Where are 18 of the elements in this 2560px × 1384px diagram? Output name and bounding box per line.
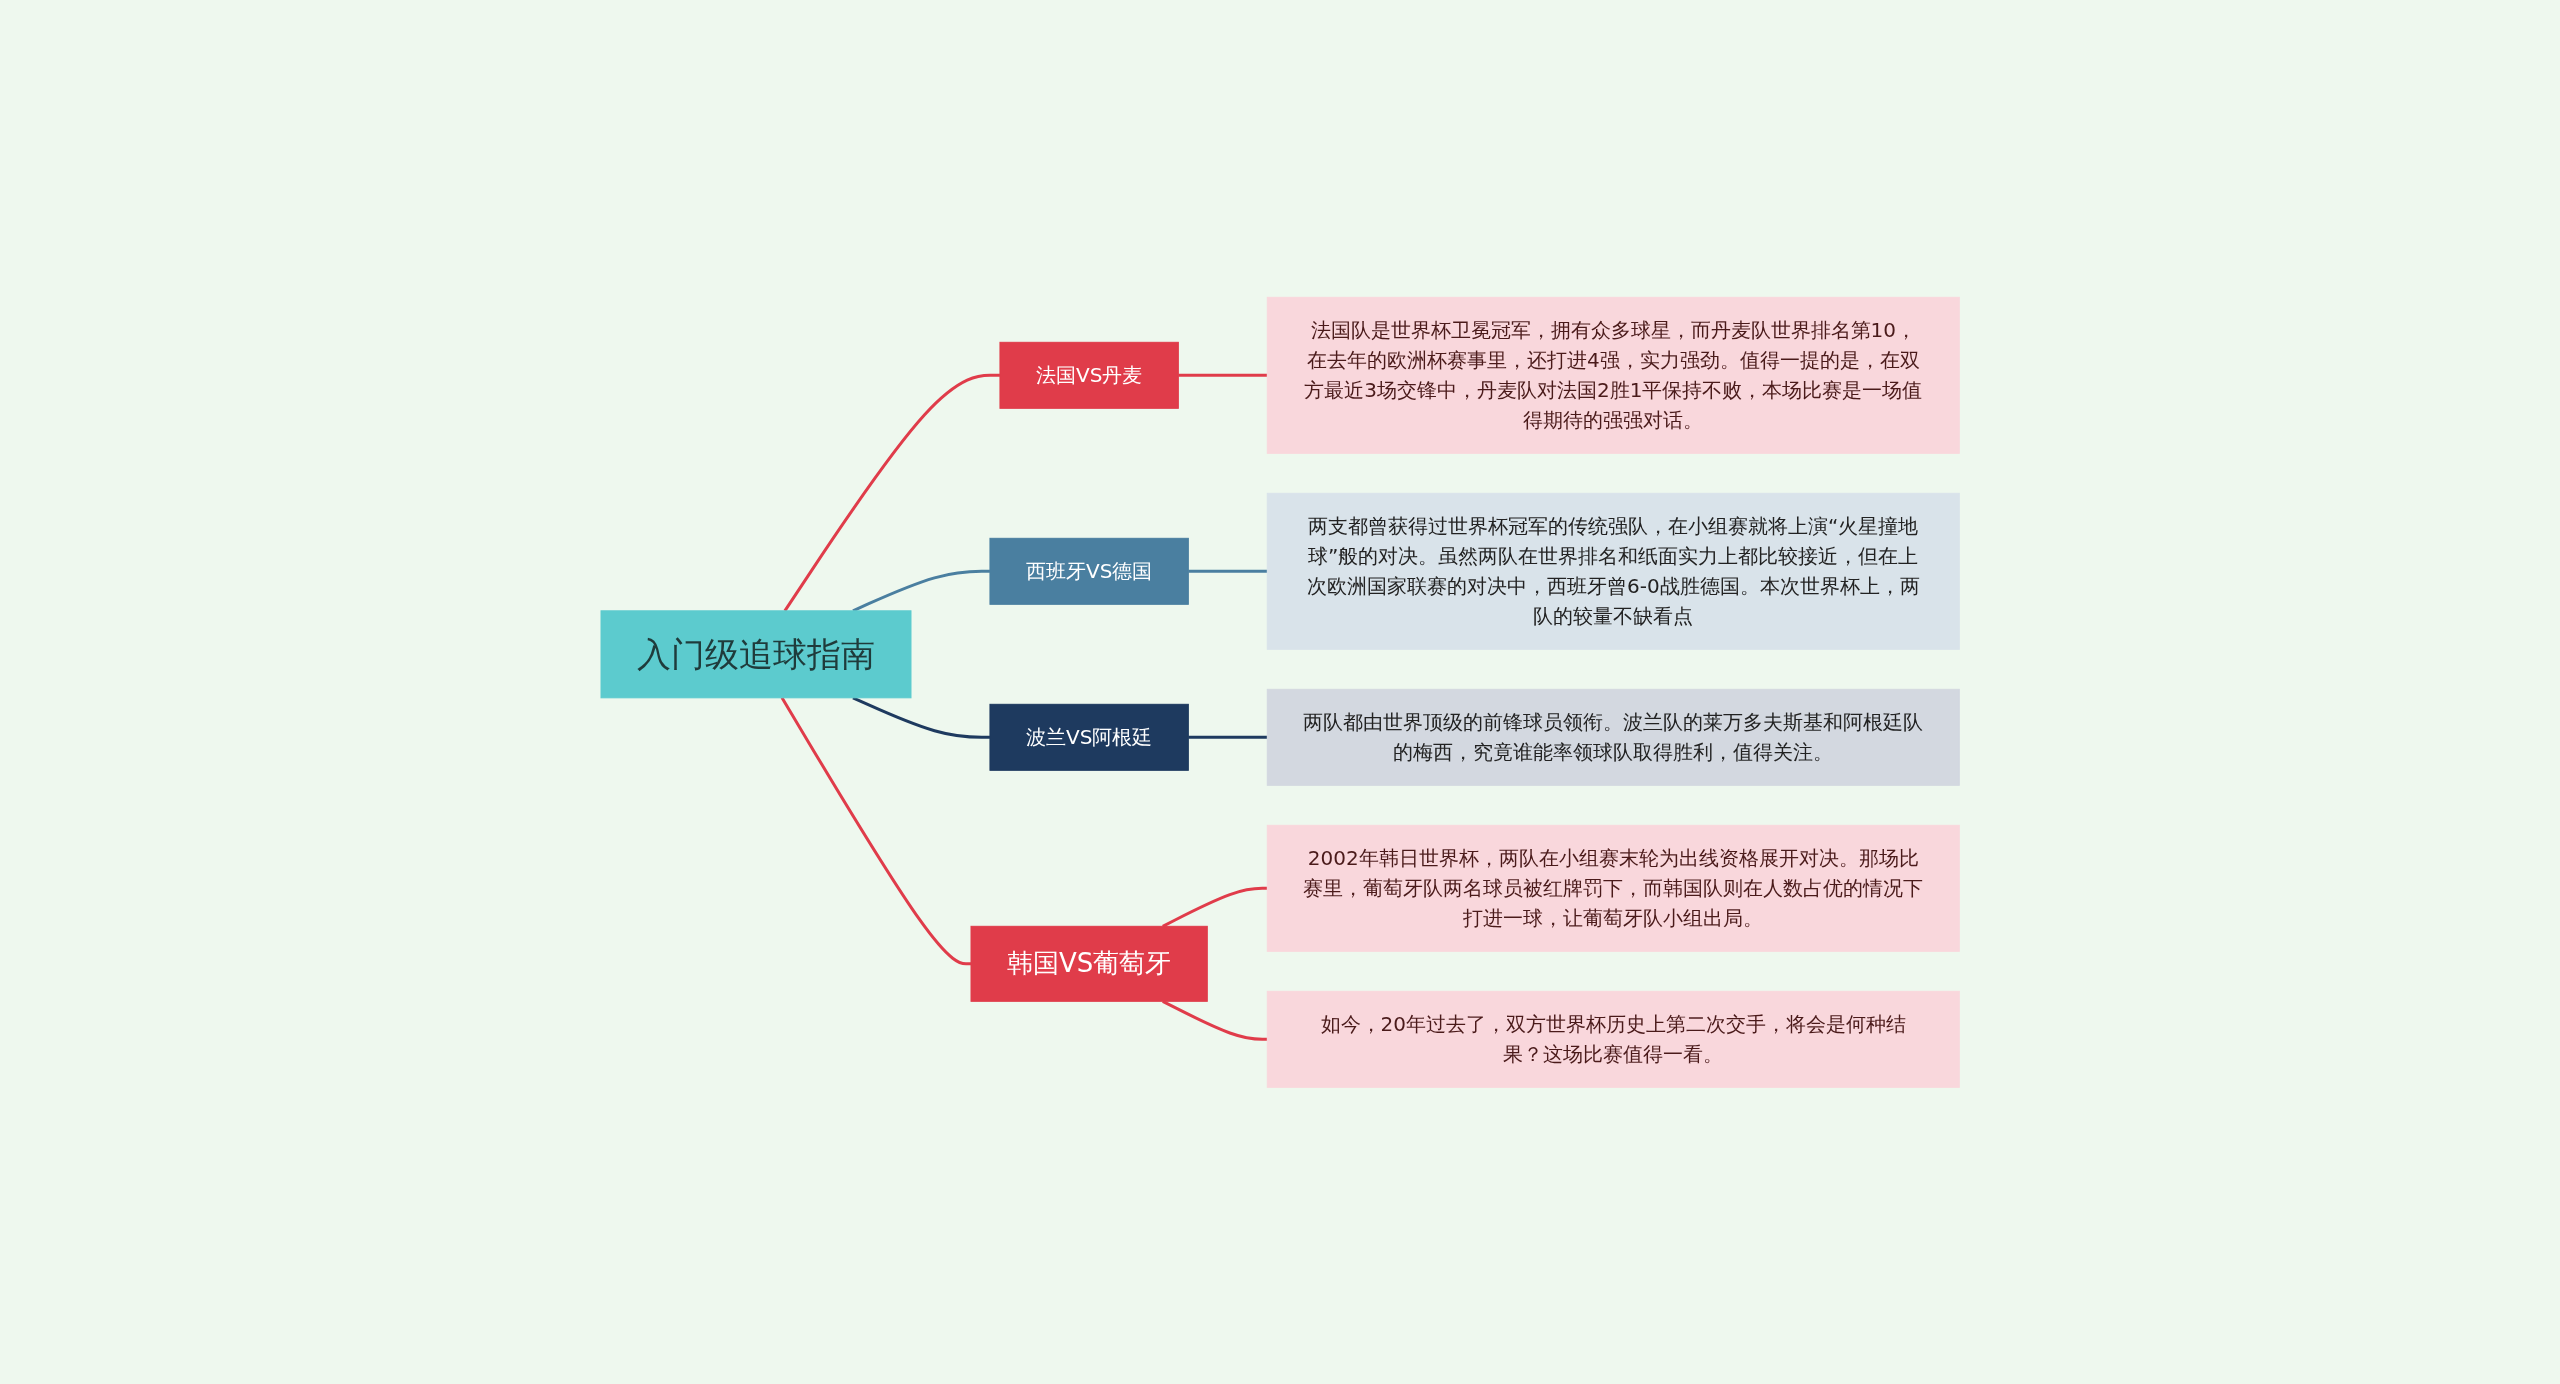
connector <box>852 696 990 739</box>
node-box: 两队都由世界顶级的前锋球员领衔。波兰队的莱万多夫斯基和阿根廷队的梅西，究竟谁能率领球队取得胜利，值得关注。 <box>1266 688 1960 786</box>
node-box: 两支都曾获得过世界杯冠军的传统强队，在小组赛就将上演“火星撞地球”般的对决。虽然两队在世界排名和纸面实力上都比较接近，但在上次欧洲国家联赛的对决中，西班牙曾6-0战胜德国。本次世界杯上，两队的较量不缺看点 <box>1266 492 1960 650</box>
node-box: 入门级追球指南 <box>600 610 912 698</box>
connector <box>1188 569 1268 573</box>
node-box: 如今，20年过去了，双方世界杯历史上第二次交手，将会是何种结果？这场比赛值得一看。 <box>1266 990 1960 1088</box>
connector <box>852 569 990 612</box>
node-box: 韩国VS葡萄牙 <box>970 925 1208 1002</box>
connector <box>1178 373 1268 377</box>
connector <box>780 696 971 965</box>
connector <box>1188 735 1268 739</box>
node-box: 2002年韩日世界杯，两队在小组赛末轮为出线资格展开对决。那场比赛里，葡萄牙队两名球员被红牌罚下，而韩国队则在人数占优的情况下打进一球，让葡萄牙队小组出局。 <box>1266 824 1960 952</box>
connector <box>1161 886 1268 928</box>
node-box: 西班牙VS德国 <box>989 537 1189 605</box>
node-box: 波兰VS阿根廷 <box>989 703 1189 771</box>
node-box: 法国VS丹麦 <box>999 341 1179 409</box>
connector <box>783 373 1000 612</box>
node-box: 法国队是世界杯卫冕冠军，拥有众多球星，而丹麦队世界排名第10，在去年的欧洲杯赛事里，还打进4强，实力强劲。值得一提的是，在双方最近3场交锋中，丹麦队对法国2胜1平保持不败，本场比赛是一场值得期待的强强对话。 <box>1266 296 1960 454</box>
